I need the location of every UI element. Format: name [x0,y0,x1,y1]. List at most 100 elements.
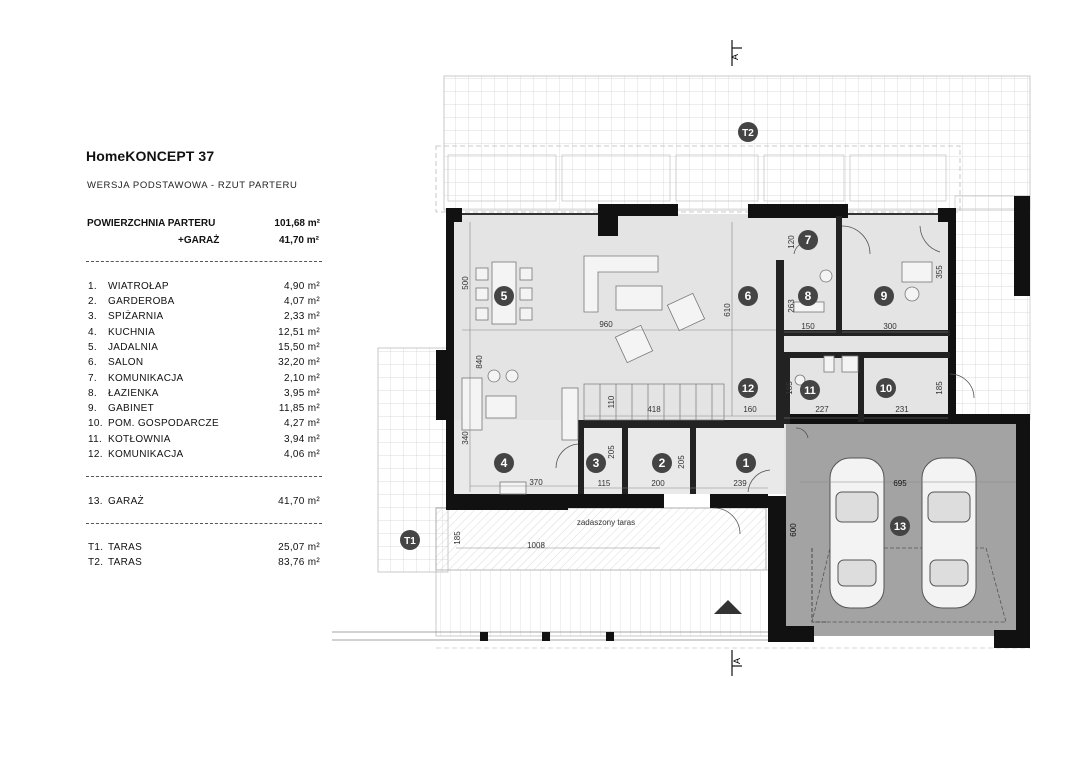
staircase [583,383,725,421]
car-icon [829,457,885,609]
dim-label: 150 [801,322,815,331]
dim-label: 205 [677,455,686,469]
svg-text:12: 12 [742,383,754,395]
car-icon [921,457,977,609]
dim-label: 185 [785,381,794,395]
room-badge-10: 10 [876,378,896,398]
svg-text:9: 9 [881,289,888,303]
room-badge-t2: T2 [738,122,758,142]
project-title: HomeKONCEPT 37 [86,148,215,164]
south-deck [435,569,771,637]
covered-terrace-label: zadaszony taras [577,518,635,527]
dim-label: 300 [883,322,897,331]
entrance-arrow-icon [714,600,742,614]
floor-area-label: POWIERZCHNIA PARTERU [87,218,216,229]
dim-label: 355 [935,265,944,279]
room-badge-2: 2 [652,453,672,473]
roof-outline [435,145,961,213]
svg-text:1: 1 [743,456,750,470]
room-badges: 1 2 3 4 5 6 7 8 9 10 11 12 13 T1 T2 [400,122,910,550]
garage-wall-south [768,626,814,642]
garage-wall-east [1016,414,1030,648]
dim-label: 1008 [527,541,545,550]
room-badge-6: 6 [738,286,758,306]
dim-label: 370 [529,478,543,487]
bathroom-fittings [793,261,933,386]
dimension-labels: 960 500 840 340 610 370 418 110 160 263 … [453,235,944,550]
dim-label: 500 [461,276,470,290]
dim-label: 200 [651,479,665,488]
interior-walls [578,216,950,494]
svg-text:A: A [732,658,742,664]
kitchen-fittings [461,369,579,495]
dim-label: 110 [607,395,616,408]
dim-label: 185 [453,531,462,545]
garage-plus-label: +GARAŻ [178,235,220,246]
section-marker-bottom: A [731,650,742,676]
sofa [583,255,706,364]
room-badge-13: 13 [890,516,910,536]
dim-label: 695 [893,479,907,488]
floor-area-value: 101,68 m² [274,218,320,229]
legend-panel: HomeKONCEPT 37 WERSJA PODSTAWOWA - RZUT … [86,148,322,568]
svg-text:T1: T1 [404,536,416,547]
svg-text:8: 8 [805,289,812,303]
dim-label: 160 [743,405,757,414]
dim-label: 231 [895,405,909,414]
svg-text:7: 7 [805,233,812,247]
dim-label: 840 [475,355,484,369]
room-badge-5: 5 [494,286,514,306]
svg-text:2: 2 [659,456,666,470]
terrace-t2 [443,75,1031,211]
room-badge-3: 3 [586,453,606,473]
room-badge-11: 11 [800,380,820,400]
room-badge-9: 9 [874,286,894,306]
dim-label: 418 [647,405,661,414]
dim-label: 960 [599,320,613,329]
garage-pier [994,630,1030,648]
floor-area-summary: POWIERZCHNIA PARTERU 101,68 m² [87,218,320,229]
svg-text:10: 10 [880,383,892,395]
section-marker-top: A [730,40,742,66]
room-badge-12: 12 [738,378,758,398]
garage-plus-value: 41,70 m² [278,235,319,246]
dim-label: 610 [723,303,732,317]
exterior-walls [436,196,1030,510]
divider [86,476,322,477]
room-badge-7: 7 [798,230,818,250]
room-badge-4: 4 [494,453,514,473]
project-subtitle: WERSJA PODSTAWOWA - RZUT PARTERU [87,180,298,191]
dimension-lines [456,222,1016,549]
room-badge-8: 8 [798,286,818,306]
svg-text:5: 5 [501,289,508,303]
svg-text:3: 3 [593,456,600,470]
dim-label: 600 [789,523,798,537]
dim-label: 205 [607,445,616,459]
dim-label: 227 [815,405,829,414]
svg-text:11: 11 [804,385,816,397]
terrace-posts [480,632,614,641]
svg-text:T2: T2 [742,128,754,139]
divider [86,261,322,262]
svg-text:4: 4 [501,456,508,470]
planters [447,154,947,202]
dim-label: 120 [787,235,796,249]
room-badge-t1: T1 [400,530,420,550]
dim-label: 185 [935,381,944,395]
svg-text:13: 13 [894,521,906,533]
